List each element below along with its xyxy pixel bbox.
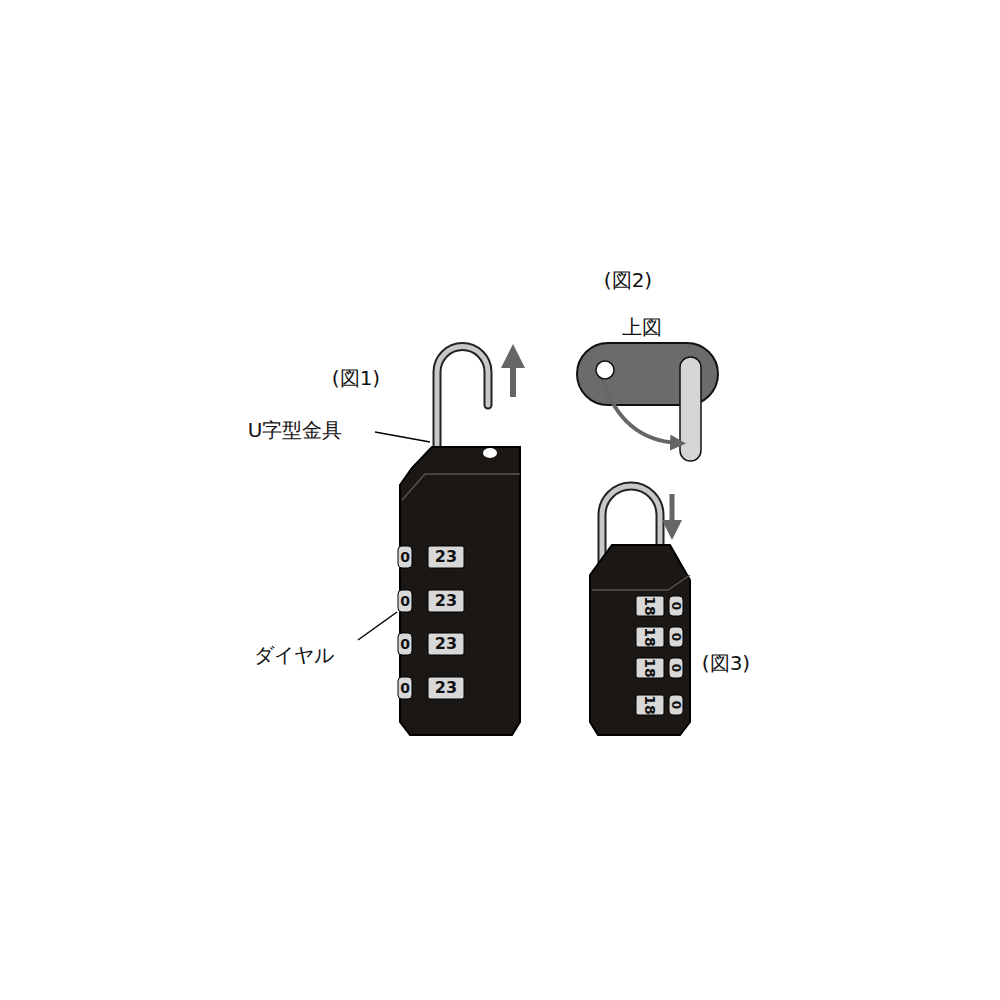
dial-digit: 0 — [670, 701, 682, 709]
part-name: U字型金具 — [248, 420, 343, 440]
figure-number: (図1) — [332, 368, 380, 388]
view-name: 上図 — [622, 317, 662, 337]
dial-digit: 23 — [435, 636, 457, 652]
figure-3-lock — [590, 486, 690, 735]
figure-2-top-view — [577, 343, 718, 461]
dial-digit: 0 — [670, 602, 682, 610]
figure-1-lock — [358, 347, 520, 736]
dial-digit: 0 — [400, 681, 410, 695]
figure-number: (図2) — [604, 270, 652, 290]
dial-digit: 23 — [435, 680, 457, 696]
dial-digit: 0 — [400, 594, 410, 608]
dial-digit: 0 — [670, 633, 682, 641]
dial-digit: 23 — [435, 549, 457, 565]
dial-digit: 0 — [670, 664, 682, 672]
dial-digit: 18 — [643, 658, 657, 677]
dial-digit: 23 — [435, 593, 457, 609]
dial-digit: 0 — [400, 550, 410, 564]
dial-digit: 0 — [400, 637, 410, 651]
dial-digit: 18 — [643, 596, 657, 615]
dial-digit: 18 — [643, 695, 657, 714]
part-name: ダイヤル — [254, 645, 334, 665]
dial-digit: 18 — [643, 627, 657, 646]
figure-number: (図3) — [702, 653, 750, 673]
